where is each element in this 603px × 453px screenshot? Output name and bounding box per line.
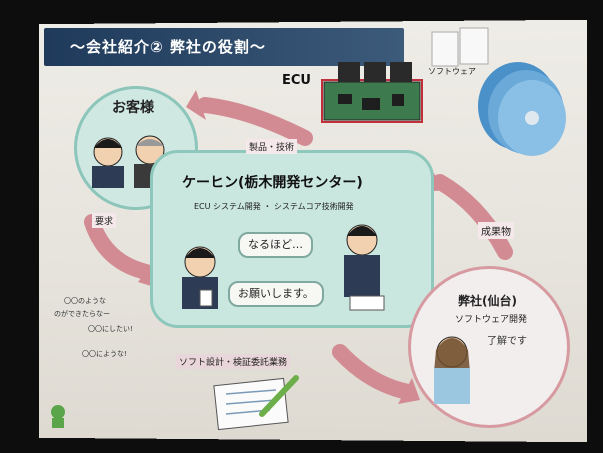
arrow-products-head (186, 90, 206, 120)
ecu-chip-2 (362, 98, 380, 110)
flow-label-request: 要求 (92, 213, 117, 228)
company-person-left-notepad (199, 289, 213, 307)
customer-note-4: 〇〇にような! (82, 350, 127, 358)
speech-bubble-1: なるほど… (238, 232, 313, 258)
customer-note-2: のができたらなー (54, 310, 110, 318)
customer-person-1-hair (94, 139, 122, 148)
slide-title-bar (44, 28, 404, 66)
customer-person-2-hair (136, 139, 164, 146)
ecu-connector-3 (390, 62, 412, 82)
software-label: ソフトウェア (428, 67, 476, 76)
company-person-right (344, 224, 385, 311)
company-person-left (182, 246, 218, 309)
customer-note-3: 〇〇にしたい! (88, 325, 133, 333)
software-paper-1 (431, 31, 459, 67)
partner-person-hair (434, 338, 470, 372)
customer-label: お客様 (112, 100, 154, 116)
document-icon (213, 377, 289, 431)
arrow-request-to-company (84, 214, 154, 280)
mascot-head (51, 405, 65, 419)
ecu-chip-3 (392, 94, 404, 106)
company-person-right-document (349, 295, 385, 311)
ecu-connector-1 (338, 62, 360, 82)
pen-body (259, 375, 299, 417)
company-name: ケーヒン(栃木開発センター) (182, 175, 363, 191)
software-paper-2 (459, 27, 489, 65)
arrow-results-to-company (432, 174, 513, 260)
ecu-chip-1 (338, 94, 352, 104)
partner-subtitle: ソフトウェア開発 (455, 315, 528, 325)
document-line-2 (225, 399, 277, 405)
company-person-left-hair (185, 248, 215, 258)
flow-label-consign: ソフト設計・検証委託業務 (176, 354, 291, 369)
partner-person-body (434, 368, 470, 404)
slide-title: 〜会社紹介② 弊社の役割〜 (70, 38, 266, 56)
flow-label-results: 成果物 (478, 222, 514, 239)
customer-person-1-body (92, 166, 124, 188)
pen-icon (259, 375, 299, 417)
customer-person-1 (92, 137, 124, 188)
speech-bubble-2: お願いします。 (228, 281, 324, 307)
document-line-1 (225, 389, 277, 395)
partner-speech: 了解です (487, 336, 527, 347)
arrow-consign-head (398, 378, 420, 404)
ecu-label: ECU (282, 73, 311, 88)
disc-hole (525, 111, 539, 125)
mascot-icon (51, 405, 65, 428)
arrow-consign-to-partner (332, 344, 416, 400)
document-sheet (213, 377, 289, 431)
partner-name: 弊社(仙台) (458, 294, 517, 308)
customer-note-1: 〇〇のような (64, 297, 106, 305)
ecu-connector-2 (364, 62, 386, 82)
mascot-body (52, 418, 64, 428)
software-paper-illustration (431, 27, 489, 67)
company-person-right-body (344, 255, 380, 297)
flow-label-products: 製品・技術 (246, 139, 298, 154)
software-disc-illustration (478, 62, 566, 156)
arrow-products-to-customer (197, 97, 313, 146)
company-person-right-hair (347, 226, 377, 236)
company-subtitle: ECU システム開発 ・ システムコア技術開発 (194, 202, 354, 211)
ecu-board-illustration (321, 62, 423, 123)
